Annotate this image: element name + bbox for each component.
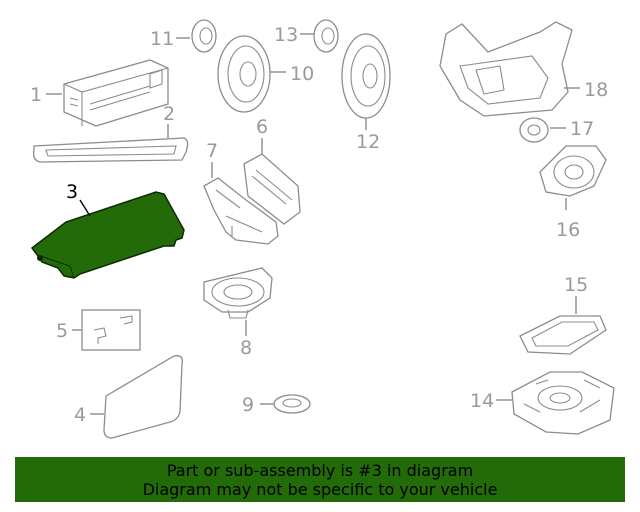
callout-4: 4 (74, 404, 86, 426)
callout-9: 9 (242, 394, 254, 416)
part-7-bracket[interactable] (203, 177, 279, 245)
part-15-gasket[interactable] (519, 315, 607, 355)
callout-17: 17 (570, 118, 594, 140)
part-10-speaker[interactable] (217, 35, 271, 113)
callout-3: 3 (66, 181, 78, 203)
notice-line-1: Part or sub-assembly is #3 in diagram (166, 461, 474, 480)
part-11-tweeter[interactable] (191, 19, 217, 53)
callout-6: 6 (256, 116, 268, 138)
callout-15: 15 (564, 274, 588, 296)
part-16-speaker[interactable] (539, 145, 607, 197)
part-1-head-unit[interactable] (63, 59, 169, 127)
callout-14: 14 (470, 390, 494, 412)
part-4-cover-panel[interactable] (103, 355, 183, 439)
part-17-tweeter[interactable] (519, 117, 549, 143)
callout-10: 10 (290, 63, 314, 85)
part-5-bracket-kit[interactable] (81, 309, 141, 351)
part-2-trim-strip[interactable] (32, 137, 189, 163)
callout-2: 2 (163, 103, 175, 125)
callout-7: 7 (206, 140, 218, 162)
callout-1: 1 (30, 84, 42, 106)
callout-8: 8 (240, 337, 252, 359)
notice-line-2: Diagram may not be specific to your vehi… (142, 480, 498, 499)
part-9-tweeter[interactable] (273, 394, 311, 414)
callout-11: 11 (150, 28, 174, 50)
callout-5: 5 (56, 320, 68, 342)
part-13-tweeter[interactable] (313, 19, 339, 53)
part-3-display-unit[interactable] (30, 191, 185, 279)
part-3-highlight (30, 191, 185, 279)
callout-12: 12 (356, 131, 380, 153)
part-14-subwoofer[interactable] (511, 371, 615, 435)
notice-banner: Part or sub-assembly is #3 in diagram Di… (15, 457, 625, 502)
callout-18: 18 (584, 79, 608, 101)
part-18-speaker-bezel[interactable] (439, 21, 573, 117)
callout-13: 13 (274, 24, 298, 46)
part-12-speaker[interactable] (341, 33, 391, 119)
part-8-speaker[interactable] (203, 267, 273, 319)
callout-16: 16 (556, 219, 580, 241)
